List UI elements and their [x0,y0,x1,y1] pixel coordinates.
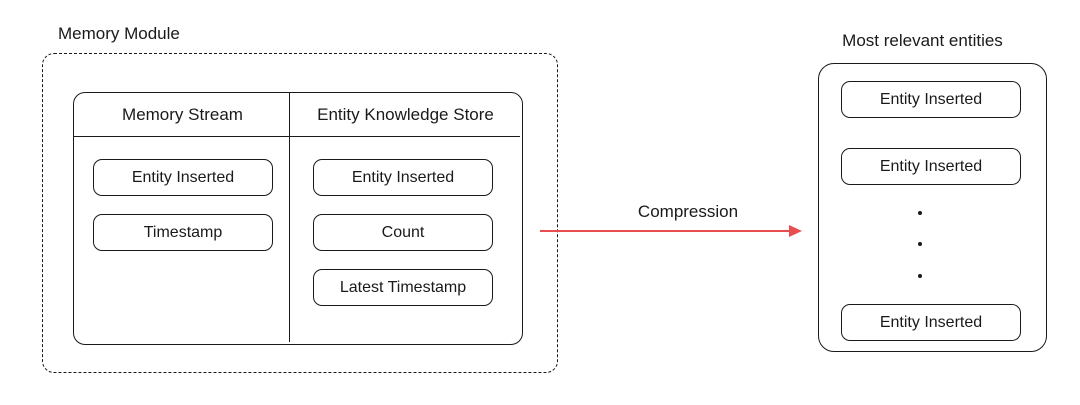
arrow-right-icon [789,224,802,237]
vertical-ellipsis-dot-icon [918,274,922,278]
most-relevant-entities-label: Most relevant entities [842,31,1003,50]
vertical-ellipsis-dot-icon [918,242,922,246]
node-latest-timestamp: Latest Timestamp [313,269,493,306]
vertical-ellipsis-dot-icon [918,211,922,215]
node-entity-inserted: Entity Inserted [841,304,1021,341]
node-entity-inserted: Entity Inserted [313,159,493,196]
compression-arrow-label: Compression [637,202,739,221]
node-count: Count [313,214,493,251]
node-timestamp: Timestamp [93,214,273,251]
memory-table: Memory Stream Entity Knowledge Store Ent… [73,92,523,345]
memory-module-dashed-container [42,53,558,373]
node-entity-inserted: Entity Inserted [841,148,1021,185]
node-entity-inserted: Entity Inserted [841,81,1021,118]
column-header-entity-knowledge-store: Entity Knowledge Store [317,104,494,124]
most-relevant-entities-box: Entity Inserted Entity Inserted Entity I… [818,63,1047,352]
memory-module-label: Memory Module [58,24,180,43]
column-divider-line [289,93,290,342]
node-entity-inserted: Entity Inserted [93,159,273,196]
header-divider-line [74,136,520,137]
compression-arrow-line [540,230,790,233]
column-header-memory-stream: Memory Stream [122,104,243,124]
